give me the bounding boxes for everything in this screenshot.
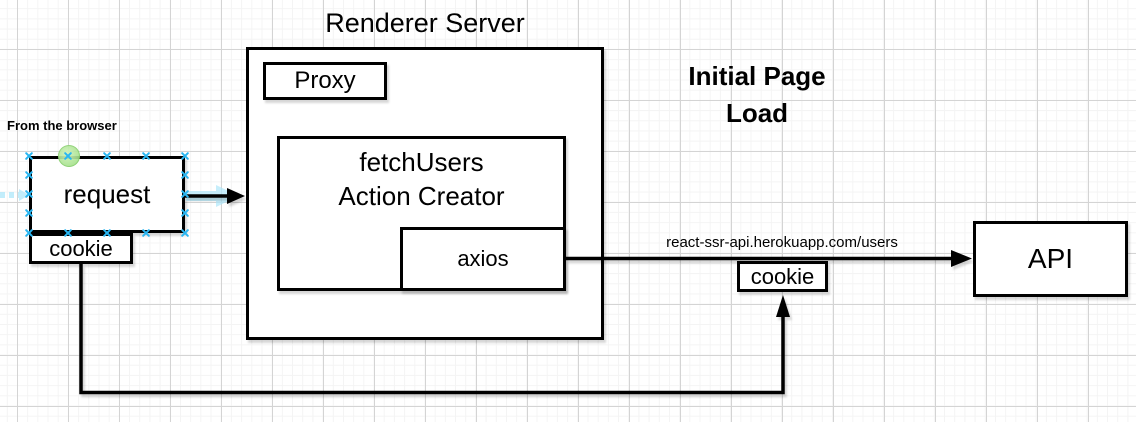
axios-node[interactable]: axios	[400, 227, 566, 291]
selection-handle[interactable]	[64, 229, 73, 238]
selection-handle[interactable]	[64, 152, 73, 161]
from-browser-label: From the browser	[7, 118, 117, 133]
selection-handle[interactable]	[181, 229, 190, 238]
renderer-server-label: Renderer Server	[325, 8, 525, 38]
page-title: Initial Page Load	[688, 61, 826, 128]
selection-handle[interactable]	[25, 171, 34, 180]
axios-label: axios	[457, 246, 509, 271]
selection-handle[interactable]	[181, 171, 190, 180]
request-cookie-node[interactable]: cookie	[29, 233, 133, 264]
fetch-users-label-line2: Action Creator	[338, 181, 505, 211]
selection-handle[interactable]	[142, 152, 151, 161]
api-node[interactable]: API	[973, 221, 1128, 297]
api-label: API	[1027, 243, 1074, 274]
request-cookie-label: cookie	[49, 235, 113, 261]
selection-handle[interactable]	[142, 229, 151, 238]
transfer-cookie-label: cookie	[750, 263, 815, 289]
selection-handle[interactable]	[25, 190, 34, 199]
request-node[interactable]: request	[29, 156, 185, 233]
api-url-label: react-ssr-api.herokuapp.com/users	[666, 234, 898, 251]
selection-handle[interactable]	[181, 209, 190, 218]
selection-handle[interactable]	[103, 229, 112, 238]
selection-handle[interactable]	[25, 209, 34, 218]
transfer-cookie-node[interactable]: cookie	[737, 261, 828, 292]
proxy-node[interactable]: Proxy	[263, 62, 387, 100]
selection-handle[interactable]	[181, 190, 190, 199]
selection-handle[interactable]	[25, 152, 34, 161]
request-label: request	[63, 179, 151, 209]
proxy-label: Proxy	[294, 67, 356, 94]
selection-handle[interactable]	[181, 152, 190, 161]
fetch-users-label-line1: fetchUsers	[359, 147, 484, 177]
request-to-server-edge[interactable]	[184, 188, 245, 204]
selection-handle[interactable]	[25, 229, 34, 238]
selection-handle[interactable]	[103, 152, 112, 161]
